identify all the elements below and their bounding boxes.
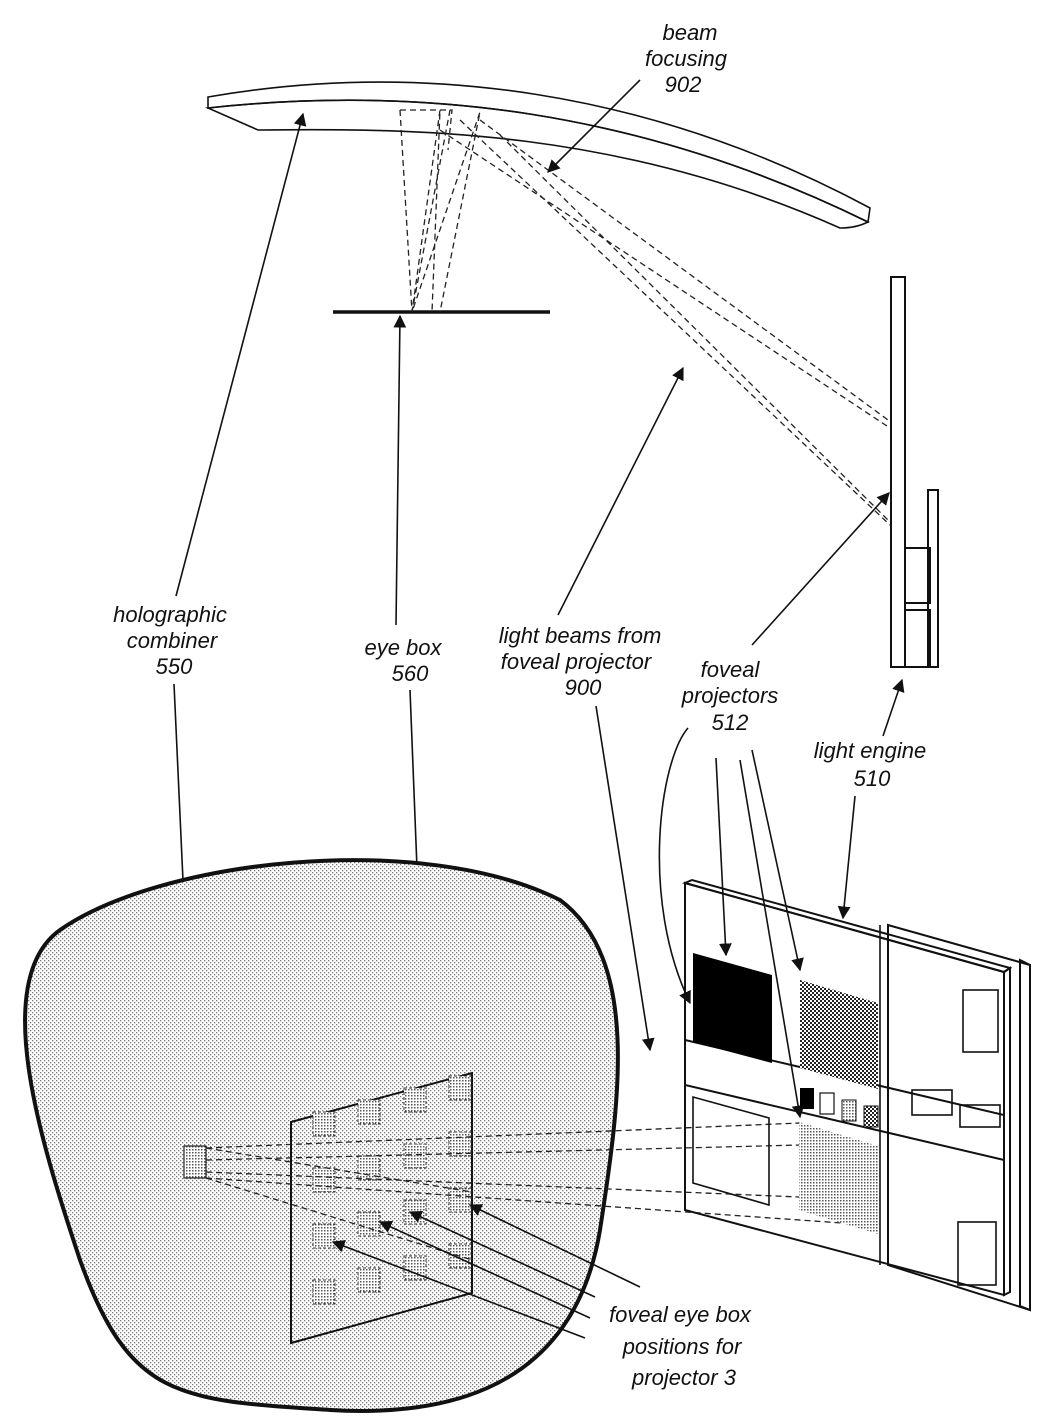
label-number: 900 [565,675,602,700]
label-line: foveal eye box [609,1302,752,1327]
foveal-projector-1 [693,953,772,1063]
label-number: 512 [712,710,749,735]
small-projector-light [841,1099,857,1122]
foveal-projector-2 [800,980,878,1089]
small-projector-black [800,1088,814,1109]
small-projector-white [819,1092,835,1115]
label-line: positions for [622,1334,743,1359]
label-line: foveal [701,657,761,682]
leader-light-engine-down [837,795,856,920]
leader-combiner-up [175,112,307,597]
label-line: eye box [364,635,442,660]
label-number: 550 [156,654,193,679]
label-beam-focusing: beam focusing 902 [645,20,728,97]
leader-light-engine-up [882,678,905,737]
label-line: beam [662,20,717,45]
label-number: 902 [665,72,702,97]
leader-foveal-projector-1 [715,757,732,957]
label-line: projectors [681,683,779,708]
beam-source-block [183,1145,207,1179]
small-projector-dark [863,1105,879,1128]
leader-light-beams-up [557,366,684,616]
label-holographic-combiner: holographic combiner 550 [113,602,227,679]
light-engine-side-view [890,276,939,668]
leader-eye-box-up [393,314,407,626]
leader-light-beams-down [595,705,655,1052]
foveal-projector-3 [799,1122,878,1234]
leader-foveal-projector-2 [739,759,805,1119]
leader-beam-focusing [547,79,641,173]
label-line: projector 3 [631,1365,737,1390]
leader-position-2 [408,1210,596,1298]
label-foveal-eye-box-positions: foveal eye box positions for projector 3 [609,1302,752,1390]
label-eye-box: eye box 560 [364,635,442,686]
light-engine-board [681,878,1031,1312]
label-light-engine: light engine 510 [814,738,927,791]
leader-foveal-projectors-curve [658,727,691,1005]
label-number: 560 [392,661,429,686]
label-light-beams: light beams from foveal projector 900 [499,623,662,700]
label-line: focusing [645,46,728,71]
combiner-lens [204,81,871,229]
label-line: combiner [127,628,219,653]
focusing-beams [399,109,891,526]
leader-foveal-projectors-up [751,492,890,646]
leader-position-3 [378,1220,591,1319]
label-line: holographic [113,602,227,627]
leader-position-1 [468,1204,641,1288]
leader-position-4 [331,1240,586,1339]
label-foveal-projectors: foveal projectors 512 [681,657,779,735]
label-line: light engine [814,738,927,763]
label-line: light beams from [499,623,662,648]
leader-foveal-projector-3 [751,749,804,972]
foveal-beams [205,1122,871,1261]
label-number: 510 [854,766,891,791]
label-line: foveal projector [501,649,653,674]
